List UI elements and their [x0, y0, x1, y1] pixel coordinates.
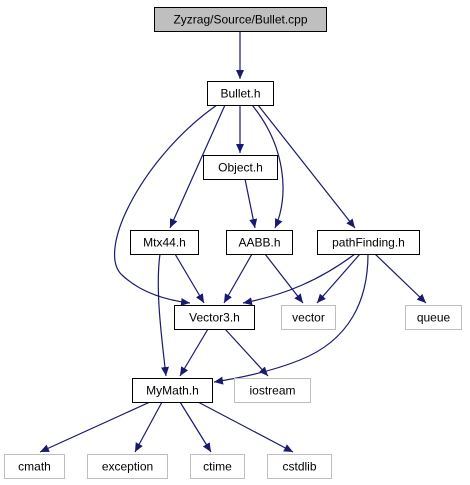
node-box — [207, 81, 274, 106]
nodes-layer: Zyzrag/Source/Bullet.cppBullet.hObject.h… — [4, 7, 462, 479]
node-box — [132, 378, 213, 403]
edge-aabb-h-to-vector3-h — [223, 253, 253, 304]
node-label: exception — [102, 460, 153, 474]
edge-mymath-h-to-cmath — [39, 401, 151, 453]
node-box — [203, 155, 278, 180]
edges-layer — [39, 31, 427, 453]
node-label: ctime — [203, 460, 232, 474]
node-label: pathFinding.h — [332, 236, 405, 250]
node-label: Object.h — [218, 161, 263, 175]
edge-bullet-h-to-vector3-h — [113, 104, 218, 306]
node-box — [130, 230, 199, 255]
node-mtx44-h[interactable]: Mtx44.h — [130, 230, 199, 255]
node-box — [281, 305, 336, 330]
edge-mymath-h-to-exception — [134, 401, 163, 453]
node-iostream: iostream — [234, 378, 311, 403]
edge-mymath-h-to-ctime — [179, 401, 212, 453]
node-exception: exception — [87, 454, 168, 479]
node-label: Bullet.h — [220, 87, 260, 101]
node-box — [174, 305, 255, 330]
node-box — [234, 378, 311, 403]
edge-bullet-h-to-pathfinding-h — [257, 104, 356, 229]
node-box — [87, 454, 168, 479]
node-mymath-h[interactable]: MyMath.h — [132, 378, 213, 403]
node-box — [226, 230, 293, 255]
node-vector3-h[interactable]: Vector3.h — [174, 305, 255, 330]
node-label: cstdlib — [282, 460, 316, 474]
node-queue: queue — [405, 305, 462, 330]
node-cstdlib: cstdlib — [267, 454, 332, 479]
node-label: AABB.h — [238, 236, 280, 250]
edge-pathfinding-h-to-vector3-h — [242, 253, 356, 306]
node-label: MyMath.h — [146, 384, 199, 398]
node-label: Vector3.h — [189, 311, 240, 325]
node-box — [317, 230, 420, 255]
edge-bullet-h-to-aabb-h — [251, 104, 284, 229]
edge-vector3-h-to-mymath-h — [179, 328, 209, 377]
edge-pathfinding-h-to-queue — [374, 253, 427, 304]
node-root[interactable]: Zyzrag/Source/Bullet.cpp — [154, 7, 327, 32]
node-box — [405, 305, 462, 330]
node-object-h[interactable]: Object.h — [203, 155, 278, 180]
node-box — [190, 454, 245, 479]
edge-mymath-h-to-cstdlib — [197, 401, 294, 453]
edge-object-h-to-aabb-h — [244, 178, 258, 229]
node-pathfinding-h[interactable]: pathFinding.h — [317, 230, 420, 255]
node-label: iostream — [249, 384, 295, 398]
node-label: queue — [417, 311, 451, 325]
node-aabb-h[interactable]: AABB.h — [226, 230, 293, 255]
node-ctime: ctime — [190, 454, 245, 479]
edge-mtx44-h-to-mymath-h — [157, 253, 169, 377]
edge-bullet-h-to-mtx44-h — [169, 104, 226, 229]
node-box — [154, 7, 327, 32]
node-vector: vector — [281, 305, 336, 330]
node-bullet-h[interactable]: Bullet.h — [207, 81, 274, 106]
node-box — [267, 454, 332, 479]
node-label: vector — [292, 311, 325, 325]
edge-aabb-h-to-vector — [264, 253, 304, 304]
edge-vector3-h-to-iostream — [224, 328, 269, 377]
node-box — [4, 454, 65, 479]
node-cmath: cmath — [4, 454, 65, 479]
edge-pathfinding-h-to-vector — [316, 253, 361, 304]
node-label: Zyzrag/Source/Bullet.cpp — [173, 13, 307, 27]
node-label: cmath — [18, 460, 51, 474]
node-label: Mtx44.h — [143, 236, 186, 250]
edge-pathfinding-h-to-mymath-h — [213, 253, 369, 385]
edge-mtx44-h-to-vector3-h — [174, 253, 205, 304]
